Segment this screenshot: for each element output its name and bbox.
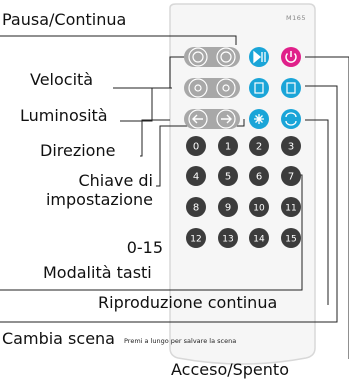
mode-key-8-label: 8 (193, 203, 199, 214)
mode-key-4-button[interactable] (186, 166, 206, 186)
mode-key-11-button[interactable] (281, 197, 301, 217)
play-pause-icon (253, 50, 266, 64)
mode-key-10-button[interactable] (249, 197, 269, 217)
label-acceso-spento: Acceso/Spento (171, 360, 289, 379)
scene-1-button (249, 78, 269, 98)
leader-acceso (305, 56, 349, 359)
label-direzione: Direzione (40, 141, 116, 160)
mode-key-4-label: 4 (193, 172, 199, 183)
label-cambia-note: Premi a lungo per salvare la scena (124, 337, 237, 345)
scene-1-icon (254, 82, 264, 94)
remote-model-code: M165 (286, 14, 307, 22)
mode-key-1-button[interactable] (218, 136, 238, 156)
label-range: 0-15 (126, 238, 163, 257)
asterisk-icon (254, 114, 264, 124)
mode-key-9-button[interactable] (218, 197, 238, 217)
mode-key-15-button[interactable] (281, 228, 301, 248)
speed-up-icon (220, 51, 232, 63)
mode-key-6-button[interactable] (249, 166, 269, 186)
mode-key-6-label: 6 (256, 172, 262, 183)
leader-cambia (0, 85, 338, 323)
brightness-down-icon (194, 84, 202, 92)
mode-key-12-button[interactable] (186, 228, 206, 248)
leader-luminosita (120, 87, 172, 122)
label-luminosita: Luminosità (20, 106, 108, 125)
mode-key-5-label: 5 (225, 172, 231, 183)
leader-direzione (140, 119, 170, 157)
mode-key-13-button[interactable] (218, 228, 238, 248)
loop-play-button (281, 109, 301, 129)
label-chiave-line1: Chiave di (78, 171, 153, 190)
mode-key-15-label: 15 (285, 235, 296, 245)
mode-key-2-label: 2 (256, 142, 262, 153)
mode-key-11-label: 11 (285, 204, 296, 214)
mode-key-1-label: 1 (225, 142, 231, 153)
speed-down-button (188, 47, 208, 67)
arrow-left-icon (192, 114, 203, 124)
loop-icon (285, 112, 297, 126)
brightness-down-button (188, 78, 208, 98)
mode-key-0-label: 0 (193, 142, 199, 153)
leader-chiave (156, 119, 245, 187)
scene-2-icon (286, 82, 296, 94)
speed-up-button (216, 47, 236, 67)
label-velocita: Velocità (30, 70, 94, 89)
leader-riproduzione (305, 119, 329, 305)
mode-key-14-button[interactable] (249, 228, 269, 248)
mode-key-13-label: 13 (222, 235, 233, 245)
leader-pausa (0, 35, 237, 45)
mode-key-5-button[interactable] (218, 166, 238, 186)
label-chiave-line2: impostazione (45, 190, 153, 209)
speed-down-icon (192, 51, 204, 63)
mode-key-3-button[interactable] (281, 136, 301, 156)
mode-key-3-label: 3 (288, 142, 294, 153)
mode-key-14-label: 14 (253, 235, 265, 245)
mode-key-2-button[interactable] (249, 136, 269, 156)
arrow-right-icon (221, 114, 232, 124)
brightness-up-icon (222, 84, 230, 92)
label-modalita-tasti: Modalità tasti (43, 263, 152, 282)
label-pausa-continua: Pausa/Continua (2, 10, 127, 29)
mode-key-10-label: 10 (253, 204, 265, 214)
power-icon (285, 51, 297, 63)
label-cambia-scena: Cambia scena (2, 329, 115, 348)
mode-key-8-button[interactable] (186, 197, 206, 217)
label-riproduzione: Riproduzione continua (98, 293, 278, 312)
scene-2-button (281, 78, 301, 98)
brightness-up-button (216, 78, 236, 98)
mode-key-9-label: 9 (225, 203, 231, 214)
mode-key-12-label: 12 (190, 235, 201, 245)
mode-key-0-button[interactable] (186, 136, 206, 156)
mode-key-7-label: 7 (288, 172, 294, 183)
mode-key-7-button[interactable] (281, 166, 301, 186)
